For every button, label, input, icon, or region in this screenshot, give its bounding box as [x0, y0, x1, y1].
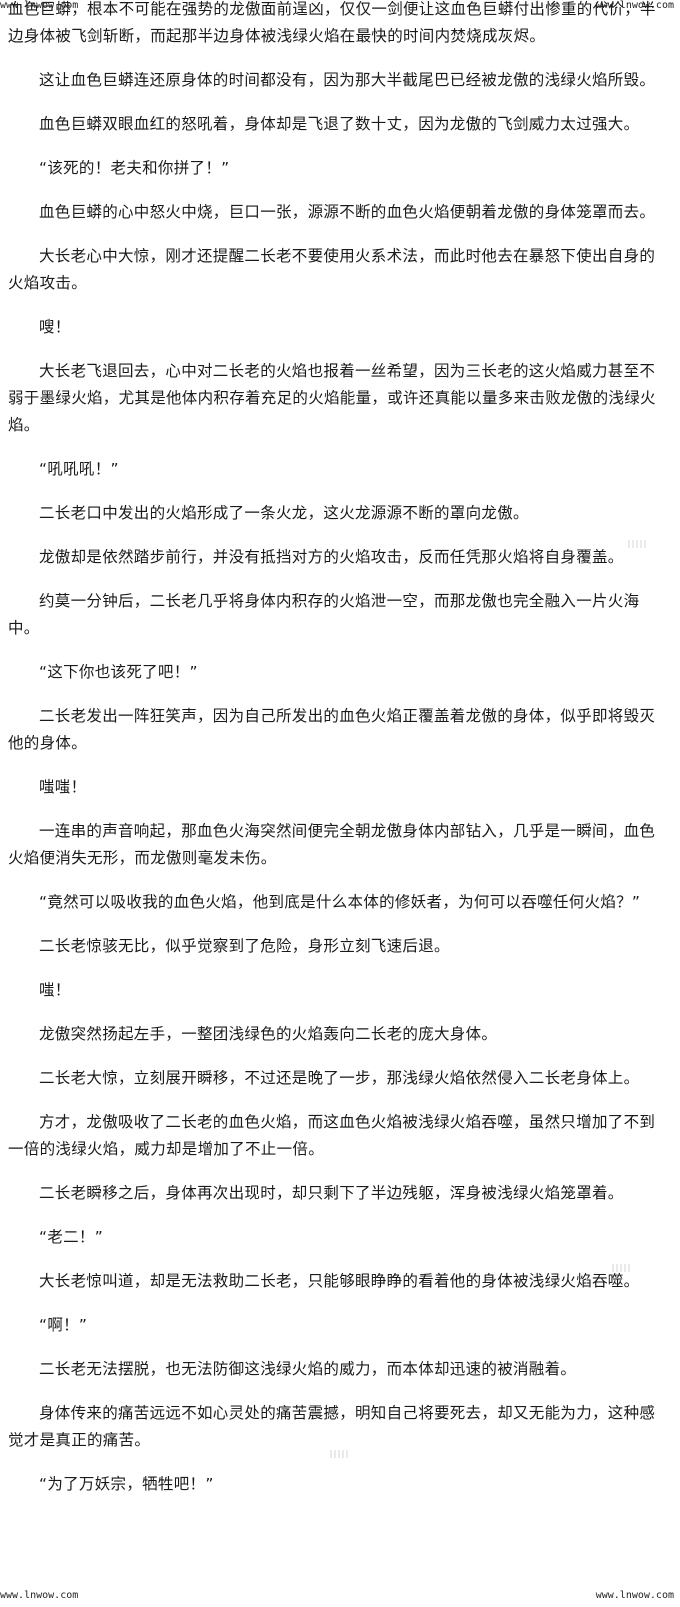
paragraph: 大长老惊叫道，却是无法救助二长老，只能够眼睁睁的看着他的身体被浅绿火焰吞噬。 [39, 1272, 640, 1290]
paragraph: 二长老无法摆脱，也无法防御这浅绿火焰的威力，而本体却迅速的被消融着。 [39, 1360, 577, 1378]
paragraph: 约莫一分钟后，二长老几乎将身体内积存的火焰泄一空，而那龙傲也完全融入一片火海中。 [8, 592, 640, 637]
dialogue-line: “啊！” [39, 1316, 88, 1334]
paragraph: 血色巨蟒，根本不可能在强势的龙傲面前逞凶，仅仅一剑便让这血色巨蟒付出惨重的代价，… [8, 0, 656, 45]
dialogue-line: “老二！” [39, 1228, 104, 1246]
dialogue-line: “吼吼吼！” [39, 460, 119, 478]
sound-effect: 嗤！ [39, 981, 71, 999]
scan-noise [628, 540, 646, 548]
paragraph: 二长老大惊，立刻展开瞬移，不过还是晚了一步，那浅绿火焰依然侵入二长老身体上。 [39, 1069, 640, 1087]
article-body: 血色巨蟒，根本不可能在强势的龙傲面前逞凶，仅仅一剑便让这血色巨蟒付出惨重的代价，… [8, 0, 668, 1498]
sound-effect: 嗤嗤！ [39, 778, 87, 796]
paragraph: 这让血色巨蟒连还原身体的时间都没有，因为那大半截尾巴已经被龙傲的浅绿火焰所毁。 [39, 71, 656, 89]
paragraph: 二长老口中发出的火焰形成了一条火龙，这火龙源源不断的罩向龙傲。 [39, 504, 529, 522]
scan-noise [612, 1264, 630, 1272]
paragraph: 龙傲突然扬起左手，一整团浅绿色的火焰轰向二长老的庞大身体。 [39, 1025, 498, 1043]
watermark-bottom-left: www.lnwow.com [0, 1590, 79, 1601]
watermark-top-left: www.lnwow.com [0, 0, 79, 11]
dialogue-line: “该死的！老夫和你拼了！” [39, 159, 230, 177]
paragraph: 身体传来的痛苦远远不如心灵处的痛苦震撼，明知自己将要死去，却又无能为力，这种感觉… [8, 1404, 656, 1449]
dialogue-line: “为了万妖宗，牺牲吧！” [39, 1475, 214, 1493]
scan-noise [330, 1450, 348, 1458]
paragraph: 一连串的声音响起，那血色火海突然间便完全朝龙傲身体内部钻入，几乎是一瞬间，血色火… [8, 822, 656, 867]
watermark-bottom-right: www.lnwow.com [595, 1590, 674, 1601]
paragraph: 大长老心中大惊，刚才还提醒二长老不要使用火系术法，而此时他去在暴怒下使出自身的火… [8, 247, 656, 292]
paragraph: 二长老发出一阵狂笑声，因为自己所发出的血色火焰正覆盖着龙傲的身体，似乎即将毁灭他… [8, 707, 656, 752]
paragraph: 大长老飞退回去，心中对二长老的火焰也报着一丝希望，因为三长老的这火焰威力甚至不弱… [8, 362, 656, 434]
sound-effect: 嗖！ [39, 318, 71, 336]
paragraph: 二长老瞬移之后，身体再次出现时，却只剩下了半边残躯，浑身被浅绿火焰笼罩着。 [39, 1184, 624, 1202]
dialogue-line: “这下你也该死了吧！” [39, 663, 198, 681]
paragraph: 二长老惊骇无比，似乎觉察到了危险，身形立刻飞速后退。 [39, 937, 450, 955]
paragraph: 龙傲却是依然踏步前行，并没有抵挡对方的火焰攻击，反而任凭那火焰将自身覆盖。 [39, 548, 624, 566]
paragraph: 血色巨蟒的心中怒火中烧，巨口一张，源源不断的血色火焰便朝着龙傲的身体笼罩而去。 [39, 203, 656, 221]
watermark-top-right: www.lnwow.com [595, 0, 674, 11]
paragraph: 方才，龙傲吸收了二长老的血色火焰，而这血色火焰被浅绿火焰吞噬，虽然只增加了不到一… [8, 1113, 656, 1158]
dialogue-line: “竟然可以吸收我的血色火焰，他到底是什么本体的修妖者，为何可以吞噬任何火焰？” [39, 893, 641, 911]
paragraph: 血色巨蟒双眼血红的怒吼着，身体却是飞退了数十丈，因为龙傲的飞剑威力太过强大。 [39, 115, 640, 133]
